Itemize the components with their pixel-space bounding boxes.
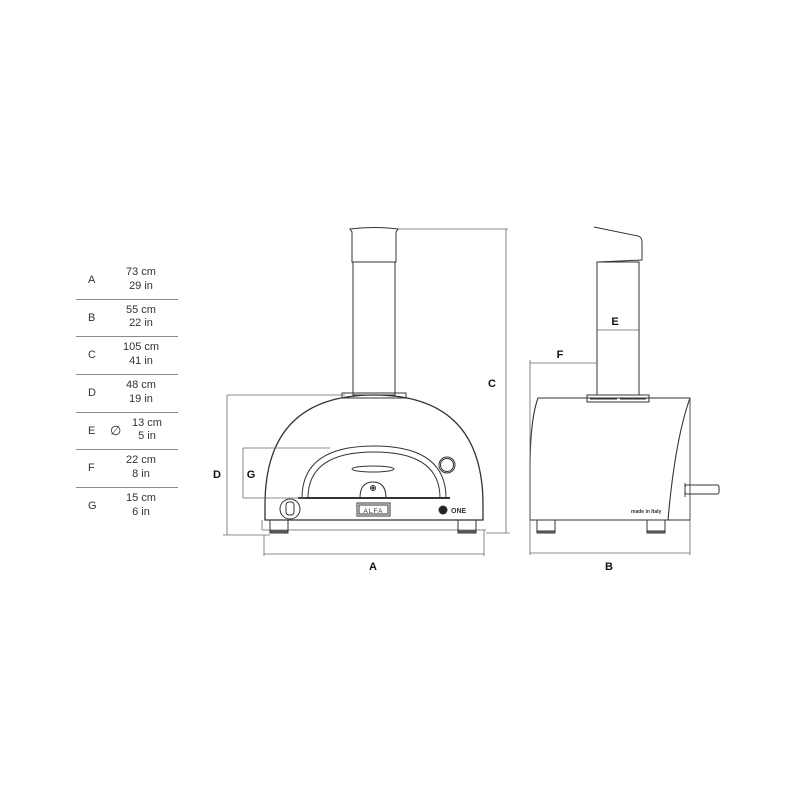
dimension-row-f: F 22 cm 8 in [76, 450, 178, 489]
dimension-label-a: A [369, 561, 377, 573]
dimension-in: 5 in [138, 430, 156, 443]
dimension-in: 19 in [129, 392, 153, 405]
chimney-pipe [596, 261, 640, 396]
side-dimension-lines [529, 329, 691, 555]
dimension-label-c: C [488, 378, 496, 390]
diameter-icon: ∅ [110, 422, 122, 438]
origin-label: made in Italy [631, 509, 662, 515]
dimension-cm: 105 cm [122, 341, 160, 354]
dimension-letter: D [88, 387, 96, 400]
dimension-letter: G [88, 500, 97, 513]
front-view [261, 227, 486, 534]
dimension-in: 6 in [132, 505, 150, 518]
foot [536, 519, 556, 533]
foot [646, 519, 666, 533]
dimension-cm: 22 cm [126, 454, 156, 467]
gas-knob [279, 498, 301, 520]
dimension-in: 29 in [129, 279, 153, 292]
dimension-row-g: G 15 cm 6 in [76, 488, 178, 526]
dimension-in: 22 in [129, 317, 153, 330]
dimension-letter: E [88, 424, 96, 437]
vent-knob [438, 456, 456, 474]
oven-dome [264, 394, 484, 521]
dimension-cm: 15 cm [126, 492, 156, 505]
dimension-letter: B [88, 311, 96, 324]
dimension-label-e: E [611, 316, 618, 328]
dimension-letter: A [88, 274, 96, 286]
chimney-pipe [352, 261, 396, 396]
brand-label: ALFA [364, 508, 384, 515]
dimension-in: 8 in [132, 467, 150, 480]
door-handle [351, 465, 395, 473]
thermometer-icon [370, 485, 376, 491]
dimension-cm: 48 cm [126, 379, 156, 392]
dimension-cm: 13 cm [132, 416, 162, 429]
front-dimension-lines [223, 228, 510, 556]
dimension-label-f: F [557, 349, 564, 361]
chimney-cap [593, 226, 643, 263]
dimension-label-d: D [213, 469, 221, 481]
dimension-letter: F [88, 462, 95, 475]
dimension-label-g: G [247, 469, 256, 481]
chimney-cap [349, 227, 399, 263]
dimension-row-e: E ∅ 13 cm 5 in [76, 413, 178, 451]
dimension-letter: C [88, 349, 96, 362]
dimensions-table: A 73 cm 29 in B 55 cm 22 in C 105 cm 41 … [76, 262, 178, 526]
model-label: ONE [451, 508, 467, 515]
dimension-row-a: A 73 cm 29 in [76, 262, 178, 300]
dimension-cm: 55 cm [126, 303, 156, 316]
dimension-label-b: B [605, 561, 613, 573]
dimension-row-b: B 55 cm 22 in [76, 300, 178, 338]
dimension-cm: 73 cm [126, 266, 156, 278]
oven-body [529, 397, 691, 521]
model-badge-icon [438, 505, 448, 515]
brand-plate [356, 502, 391, 517]
dimension-row-c: C 105 cm 41 in [76, 337, 178, 376]
dimension-row-d: D 48 cm 19 in [76, 375, 178, 413]
door-outer-arc [301, 445, 447, 499]
side-view [529, 226, 720, 534]
dimension-in: 41 in [129, 354, 153, 367]
